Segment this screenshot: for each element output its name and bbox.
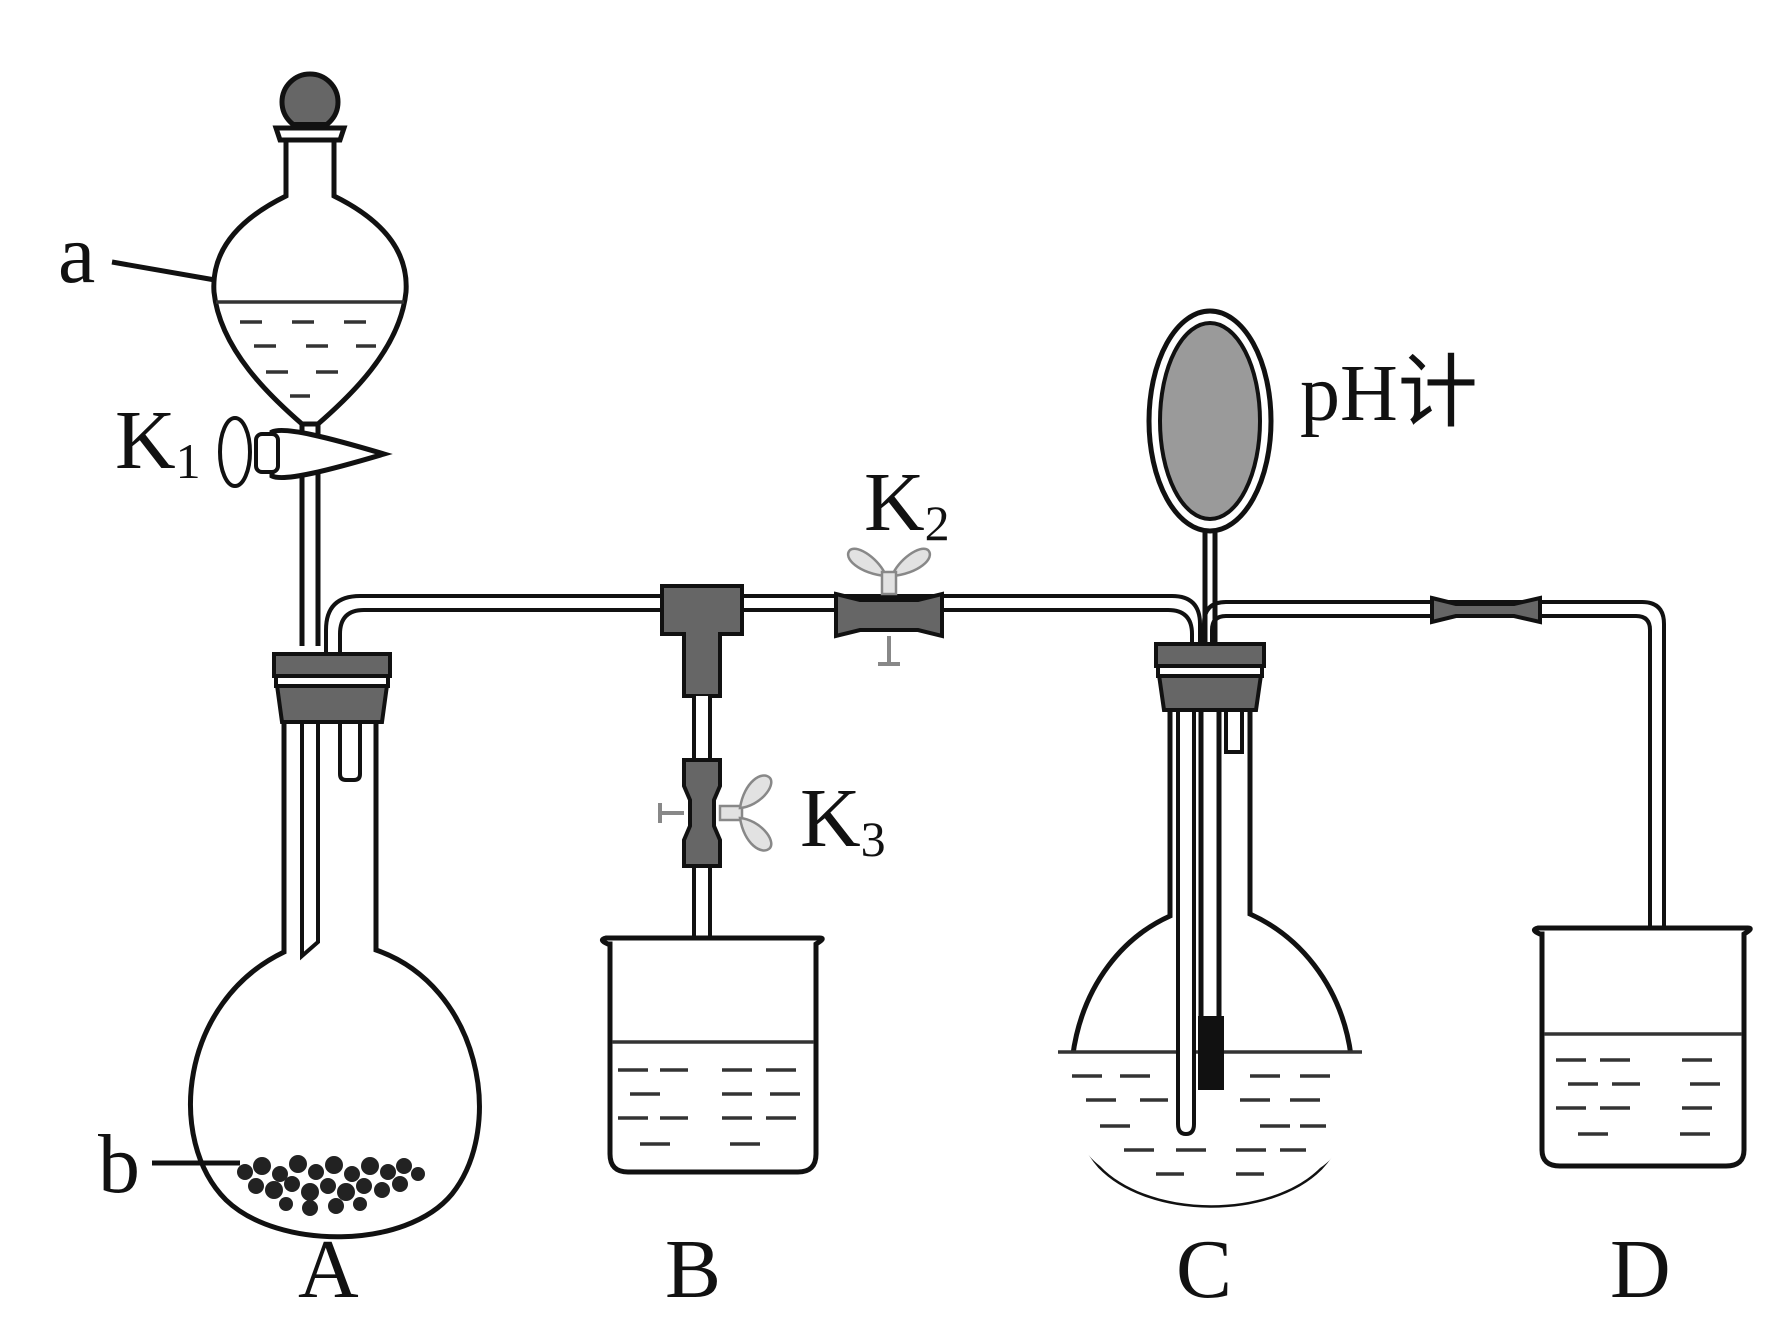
ph-meter: pH计 bbox=[1146, 308, 1478, 1024]
k2-rubber-tube bbox=[834, 591, 944, 639]
flask-a-body bbox=[188, 703, 482, 1240]
label-k2: K2 bbox=[864, 456, 950, 551]
flask-c-inlet-tube bbox=[1176, 700, 1196, 1137]
ph-meter-display bbox=[1158, 321, 1262, 521]
k2-wing-right bbox=[890, 547, 932, 578]
flask-c-liquid bbox=[1057, 1052, 1363, 1206]
k2-hub bbox=[880, 570, 898, 596]
funnel-stopper-knob bbox=[279, 71, 341, 133]
flask-c-stopper-top bbox=[1154, 642, 1266, 668]
beaker-b-liquid-dashes bbox=[618, 1068, 800, 1146]
label-ph-meter: pH计 bbox=[1300, 350, 1478, 438]
flask-a: b A bbox=[98, 652, 482, 1316]
ph-electrode-stem bbox=[1198, 700, 1222, 1020]
pipeline-tube bbox=[324, 594, 1666, 1124]
ph-electrode-tip bbox=[1198, 1016, 1224, 1090]
label-k1: K1 bbox=[115, 394, 201, 489]
flask-c: C bbox=[1057, 642, 1363, 1316]
leader-line-a bbox=[111, 259, 216, 283]
k3-hub bbox=[718, 804, 744, 822]
k3-wing-top bbox=[738, 774, 773, 810]
label-k3: K3 bbox=[800, 772, 886, 867]
beaker-b-body bbox=[600, 935, 825, 1175]
funnel-liquid-dashes bbox=[240, 320, 376, 398]
flask-a-stopper-top bbox=[272, 652, 392, 678]
stopcock-k1-neck bbox=[254, 432, 280, 474]
flask-a-funnel-stem bbox=[300, 700, 320, 961]
clamp-k2[interactable]: K2 bbox=[834, 456, 950, 666]
k3-wing-bottom bbox=[738, 816, 773, 852]
t-junction bbox=[660, 584, 744, 698]
label-C: C bbox=[1176, 1223, 1232, 1316]
k2-wing-left bbox=[846, 547, 888, 578]
label-D: D bbox=[1610, 1223, 1671, 1316]
connector-c-d-rubber bbox=[1430, 595, 1542, 625]
flask-c-outlet-tube bbox=[1224, 700, 1244, 754]
separatory-funnel: a K1 bbox=[58, 71, 409, 646]
stopcock-k1-plug[interactable] bbox=[269, 427, 393, 481]
stopcock-k1-handle[interactable] bbox=[218, 416, 252, 488]
label-b: b bbox=[98, 1118, 140, 1211]
k3-rubber-tube bbox=[682, 758, 722, 868]
beaker-b: B bbox=[600, 935, 825, 1316]
flask-a-solid-b bbox=[237, 1155, 425, 1216]
label-a: a bbox=[58, 208, 95, 301]
beaker-d: D bbox=[1532, 925, 1753, 1316]
beaker-d-body bbox=[1532, 925, 1753, 1169]
gas-pipeline bbox=[324, 584, 1666, 1144]
label-B: B bbox=[665, 1223, 721, 1316]
label-A: A bbox=[298, 1223, 359, 1316]
funnel-body bbox=[211, 137, 409, 427]
clamp-k3[interactable]: K3 bbox=[658, 758, 886, 868]
beaker-d-liquid-dashes bbox=[1556, 1058, 1720, 1136]
flask-c-liquid-dashes bbox=[1072, 1074, 1330, 1176]
